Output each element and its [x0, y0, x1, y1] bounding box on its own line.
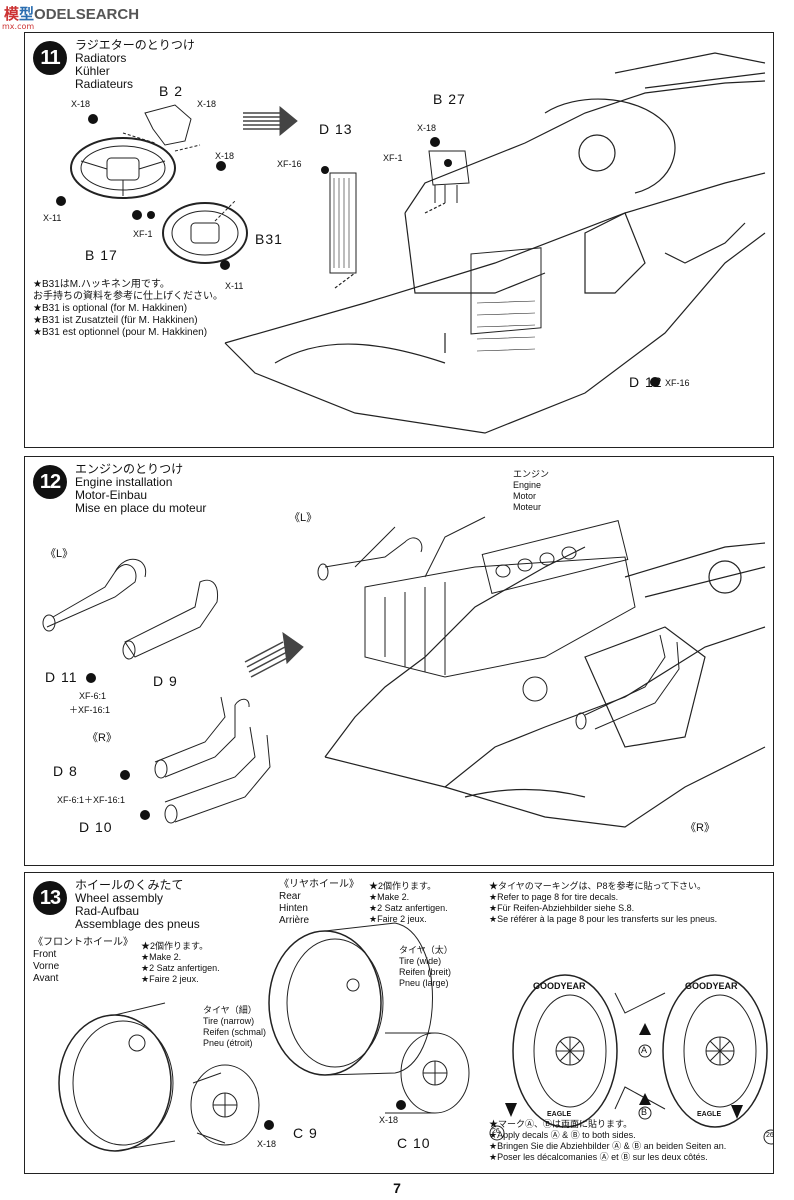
brand-text: GOODYEAR	[533, 981, 586, 991]
chassis-drawing	[224, 52, 766, 434]
steering-wheel-icon	[70, 132, 201, 199]
front-wheel-part	[190, 1064, 260, 1146]
step11-notes: ★B31はM.ハッキネン用です。お手持ちの資料を参考に仕上げください。 ★B31…	[33, 279, 223, 338]
screw-icon	[650, 377, 660, 387]
paint-label: XF-6:1＋XF-16:1	[57, 795, 126, 805]
wheel-drawing	[58, 922, 773, 1152]
rear-make-notes: ★2個作ります。★Make 2. ★2 Satz anfertigen.★Fai…	[369, 881, 448, 924]
bracket-part	[144, 104, 192, 146]
screw-label: X-18	[215, 151, 235, 161]
screw-label: X-11	[43, 213, 62, 223]
part-label-d13: D 13	[319, 121, 353, 137]
paint-label: ＋XF-16:1	[69, 705, 111, 715]
step-number: 13	[33, 881, 67, 915]
decal-number-circle	[763, 1129, 773, 1145]
screw-label: X-18	[257, 1139, 277, 1149]
screw-label: X-18	[197, 99, 217, 109]
brand-text: GOODYEAR	[685, 981, 738, 991]
front-tire-label: タイヤ（細）Tire (narrow) Reifen (schmal)Pneu …	[203, 1005, 267, 1048]
paint-label: XF-1	[133, 229, 153, 239]
decal-tire-icon	[512, 974, 768, 1128]
screw-label: X-18	[71, 99, 91, 109]
screw-icon	[264, 1100, 406, 1130]
eagle-text: EAGLE	[547, 1111, 572, 1118]
screw-label: X-18	[417, 123, 437, 133]
mark-b-label: B	[641, 1107, 648, 1117]
step-number: 11	[33, 41, 67, 75]
mark-b-circle	[638, 1106, 652, 1120]
assembly-arrow-icon	[243, 105, 298, 137]
decal-number: 26	[492, 1128, 500, 1135]
part-label-b17: B 17	[85, 247, 118, 263]
side-label-left: 《L》	[45, 548, 74, 560]
rear-wheel-part	[385, 1032, 470, 1114]
part-label-b2: B 2	[159, 83, 184, 99]
radiator-part	[470, 247, 542, 352]
screw-label: X-11	[225, 281, 244, 291]
decal-number: 26	[766, 1132, 774, 1139]
exhaust-pipe-part	[42, 558, 219, 660]
eagle-text: EAGLE	[697, 1111, 722, 1118]
watermark-sub: mx.com	[2, 22, 35, 31]
side-label-right: 《R》	[87, 732, 117, 744]
rear-tire-part	[268, 922, 433, 1076]
front-tire-part	[58, 1002, 176, 1152]
decal-number-circle	[489, 1125, 505, 1141]
step-number: 12	[33, 465, 67, 499]
part-label-d11: D 11	[45, 669, 78, 685]
watermark: 模型ODELSEARCH	[4, 6, 140, 23]
side-label-left: 《L》	[289, 512, 318, 524]
part-label-d12: D 12	[629, 374, 663, 390]
rear-tire-label: タイヤ（太）Tire (wide) Reifen (breit)Pneu (la…	[399, 945, 453, 988]
assembly-arrow-icon	[244, 631, 304, 678]
paint-label: XF-1	[383, 153, 403, 163]
decal-notes: ★タイヤのマーキングは、P8を参考に貼って下さい。★Refer to page …	[489, 881, 718, 924]
engine-drawing	[42, 516, 766, 828]
mark-a-label: A	[641, 1045, 648, 1055]
side-label-right: 《R》	[685, 822, 715, 834]
screw-label: X-18	[379, 1115, 399, 1125]
chassis-drawing	[324, 542, 766, 828]
screw-icon	[86, 673, 150, 820]
part-label-d10: D 10	[79, 819, 113, 835]
ab-decal-notes: ★マークⒶ、Ⓑは両面に貼ります。★Apply decals Ⓐ & Ⓑ to b…	[489, 1119, 727, 1162]
radiator-part	[329, 172, 357, 274]
part-label-c10: C 10	[397, 1135, 431, 1151]
arrow-marker-icon	[505, 1023, 743, 1119]
paint-label: XF-16	[277, 159, 302, 169]
paint-label: XF-6:1	[79, 691, 107, 701]
part-label-c9: C 9	[293, 1125, 318, 1141]
front-make-notes: ★2個作ります。★Make 2. ★2 Satz anfertigen.★Fai…	[141, 941, 220, 984]
part-label-b27: B 27	[433, 91, 466, 107]
exhaust-pipe-part	[154, 696, 271, 824]
screw-icon	[56, 114, 452, 270]
b27-part	[428, 150, 470, 203]
part-label-b31: B31	[255, 231, 283, 247]
mark-a-circle	[638, 1044, 652, 1058]
steering-wheel-icon	[162, 200, 248, 264]
radiator-drawing	[56, 52, 766, 434]
part-label-d8: D 8	[53, 763, 78, 779]
page-number: 7	[393, 1180, 401, 1196]
exhaust-pipe-part	[317, 537, 680, 730]
paint-label: XF-16	[665, 378, 690, 388]
engine-part	[354, 516, 636, 702]
part-label-d9: D 9	[153, 673, 178, 689]
